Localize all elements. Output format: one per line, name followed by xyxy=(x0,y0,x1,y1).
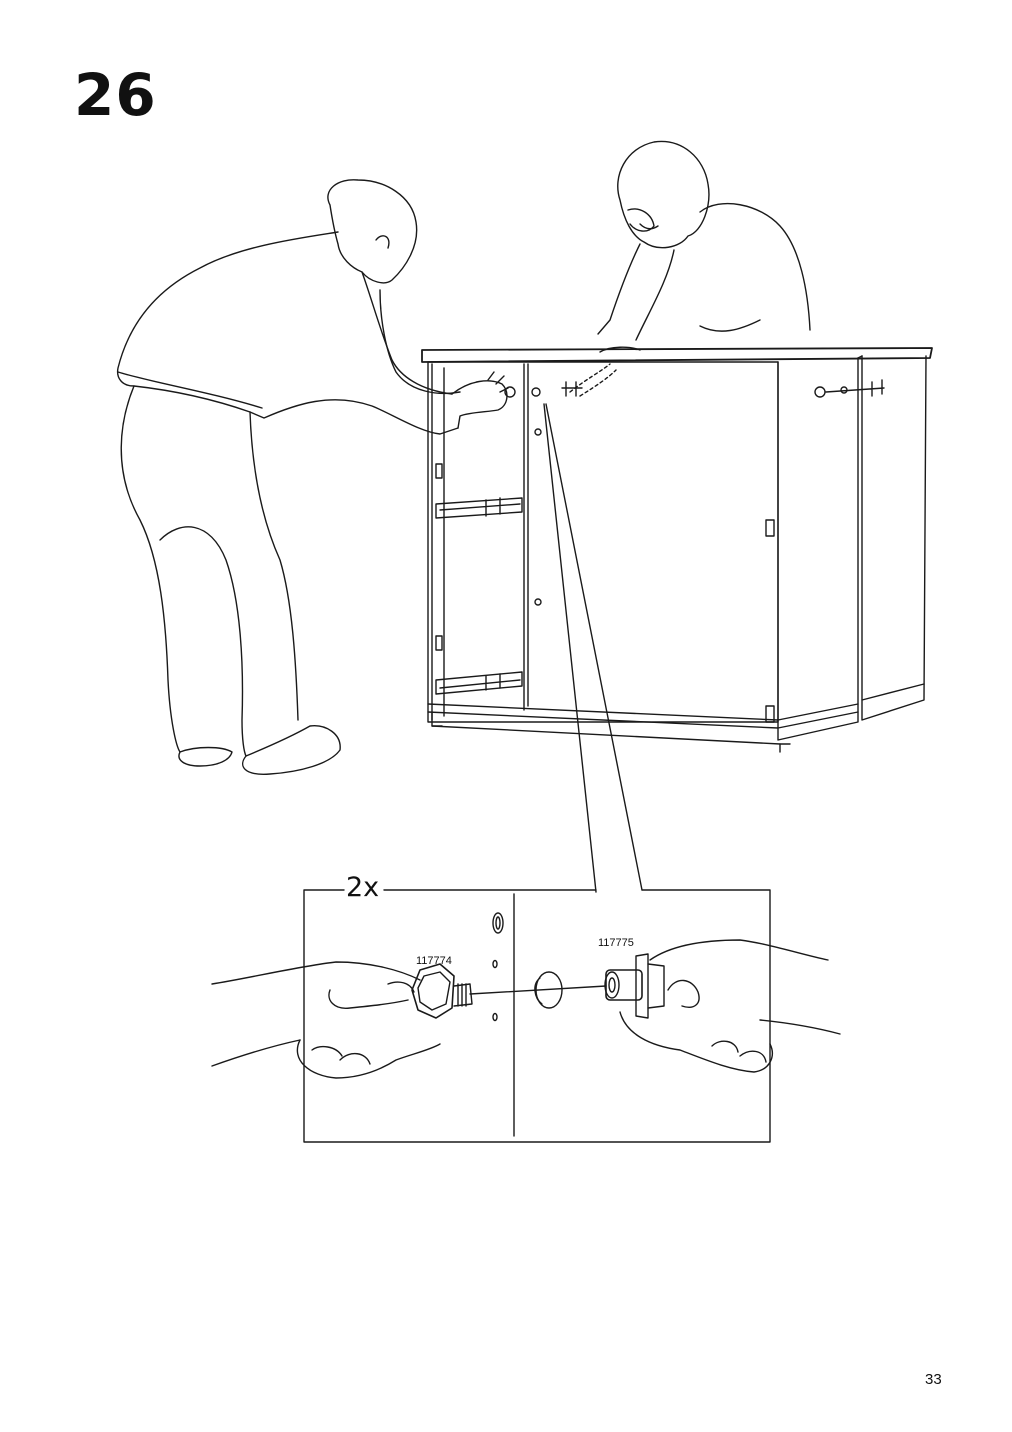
detail-frame xyxy=(303,889,771,1143)
part-number-right: 117775 xyxy=(598,937,634,949)
cabinet xyxy=(421,346,933,753)
shelf-rail xyxy=(435,497,523,695)
right-hand-connector xyxy=(604,939,841,1073)
quantity-label: 2x xyxy=(346,872,380,903)
page-number: 33 xyxy=(925,1371,942,1388)
zoom-lines xyxy=(543,403,643,893)
step-number: 26 xyxy=(74,61,157,129)
part-number-left: 117774 xyxy=(416,955,452,967)
man-figure xyxy=(116,179,509,775)
left-hand-connector xyxy=(211,961,473,1079)
woman-figure xyxy=(597,140,811,341)
center-cap xyxy=(534,971,563,1009)
